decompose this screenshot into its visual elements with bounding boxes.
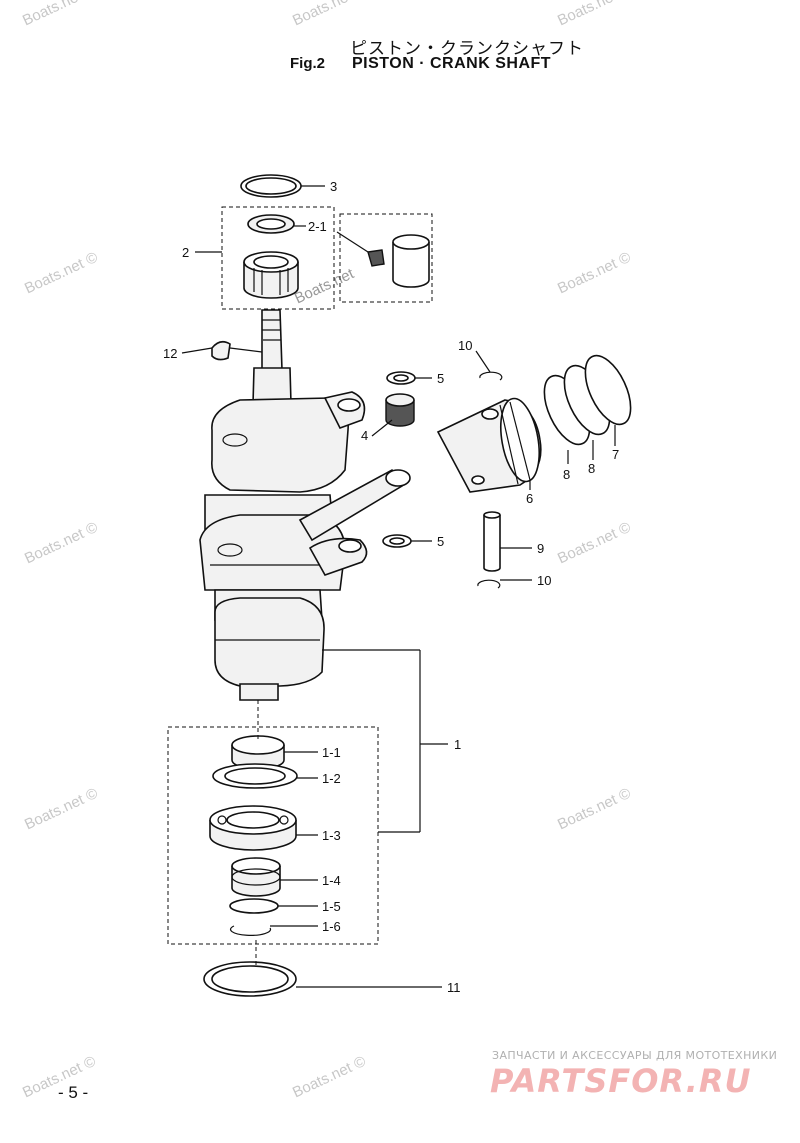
part-1-4-bush <box>231 857 281 897</box>
page-number: - 5 - <box>58 1083 89 1102</box>
part-4-bearing <box>385 393 415 427</box>
callout-11: 11 <box>447 980 461 995</box>
part-6-piston <box>436 397 542 493</box>
callout-8-right: 8 <box>588 461 595 476</box>
callout-1-1: 1-1 <box>322 745 341 760</box>
part-2-1-race <box>247 214 295 234</box>
callout-5-upper: 5 <box>437 371 444 386</box>
part-9-pin <box>483 511 501 572</box>
callout-1-3: 1-3 <box>322 828 341 843</box>
callout-1-2: 1-2 <box>322 771 341 786</box>
figure-number: Fig.2 <box>290 55 326 72</box>
part-2-bearing <box>243 251 299 299</box>
part-7-ring <box>584 354 632 426</box>
part-2-1-detail <box>367 234 430 288</box>
callout-2: 2 <box>182 245 189 260</box>
part-1-2-plate <box>212 763 298 789</box>
callout-10-lower: 10 <box>537 573 551 588</box>
callout-8-left: 8 <box>563 467 570 482</box>
callout-6: 6 <box>526 491 533 506</box>
part-12-key <box>211 340 231 361</box>
callout-9: 9 <box>537 541 544 556</box>
part-3-ring <box>240 174 302 198</box>
callout-4: 4 <box>361 428 368 443</box>
part-1-3-ball-bearing <box>209 805 297 851</box>
part-1-6-clip <box>229 925 272 936</box>
part-11-ring <box>203 961 297 997</box>
callout-5-lower: 5 <box>437 534 444 549</box>
group-box-1 <box>167 726 379 945</box>
part-10-clip-lower <box>477 579 501 589</box>
title-japanese: ピストン・クランクシャフト <box>350 39 584 59</box>
part-1-1-sleeve <box>231 735 285 770</box>
part-5-washer-upper <box>386 371 416 385</box>
connecting-rods <box>298 391 411 576</box>
callout-10-upper: 10 <box>458 338 472 353</box>
group-box-2-1 <box>339 213 433 303</box>
callout-3: 3 <box>330 179 337 194</box>
callout-1-4: 1-4 <box>322 873 341 888</box>
callout-12: 12 <box>163 346 177 361</box>
part-10-clip-upper <box>479 371 503 381</box>
part-1-5-washer <box>229 898 279 914</box>
callout-1: 1 <box>454 737 461 752</box>
callout-7: 7 <box>612 447 619 462</box>
callout-1-6: 1-6 <box>322 919 341 934</box>
callout-1-5: 1-5 <box>322 899 341 914</box>
callout-2-1: 2-1 <box>308 219 327 234</box>
leader-lines <box>181 185 616 988</box>
callout-labels: 3 2-1 2 12 10 5 4 8 8 7 6 5 9 10 1 1-1 1… <box>163 179 619 995</box>
part-5-washer-lower <box>382 534 412 548</box>
brand-tagline: ЗАПЧАСТИ И АКСЕССУАРЫ ДЛЯ МОТОТЕХНИКИ <box>492 1049 778 1062</box>
figure-title: PISTON · CRANK SHAFT <box>352 55 552 72</box>
brand-logo: PARTSFOR.RU <box>490 1062 752 1100</box>
group-box-2 <box>221 206 335 310</box>
